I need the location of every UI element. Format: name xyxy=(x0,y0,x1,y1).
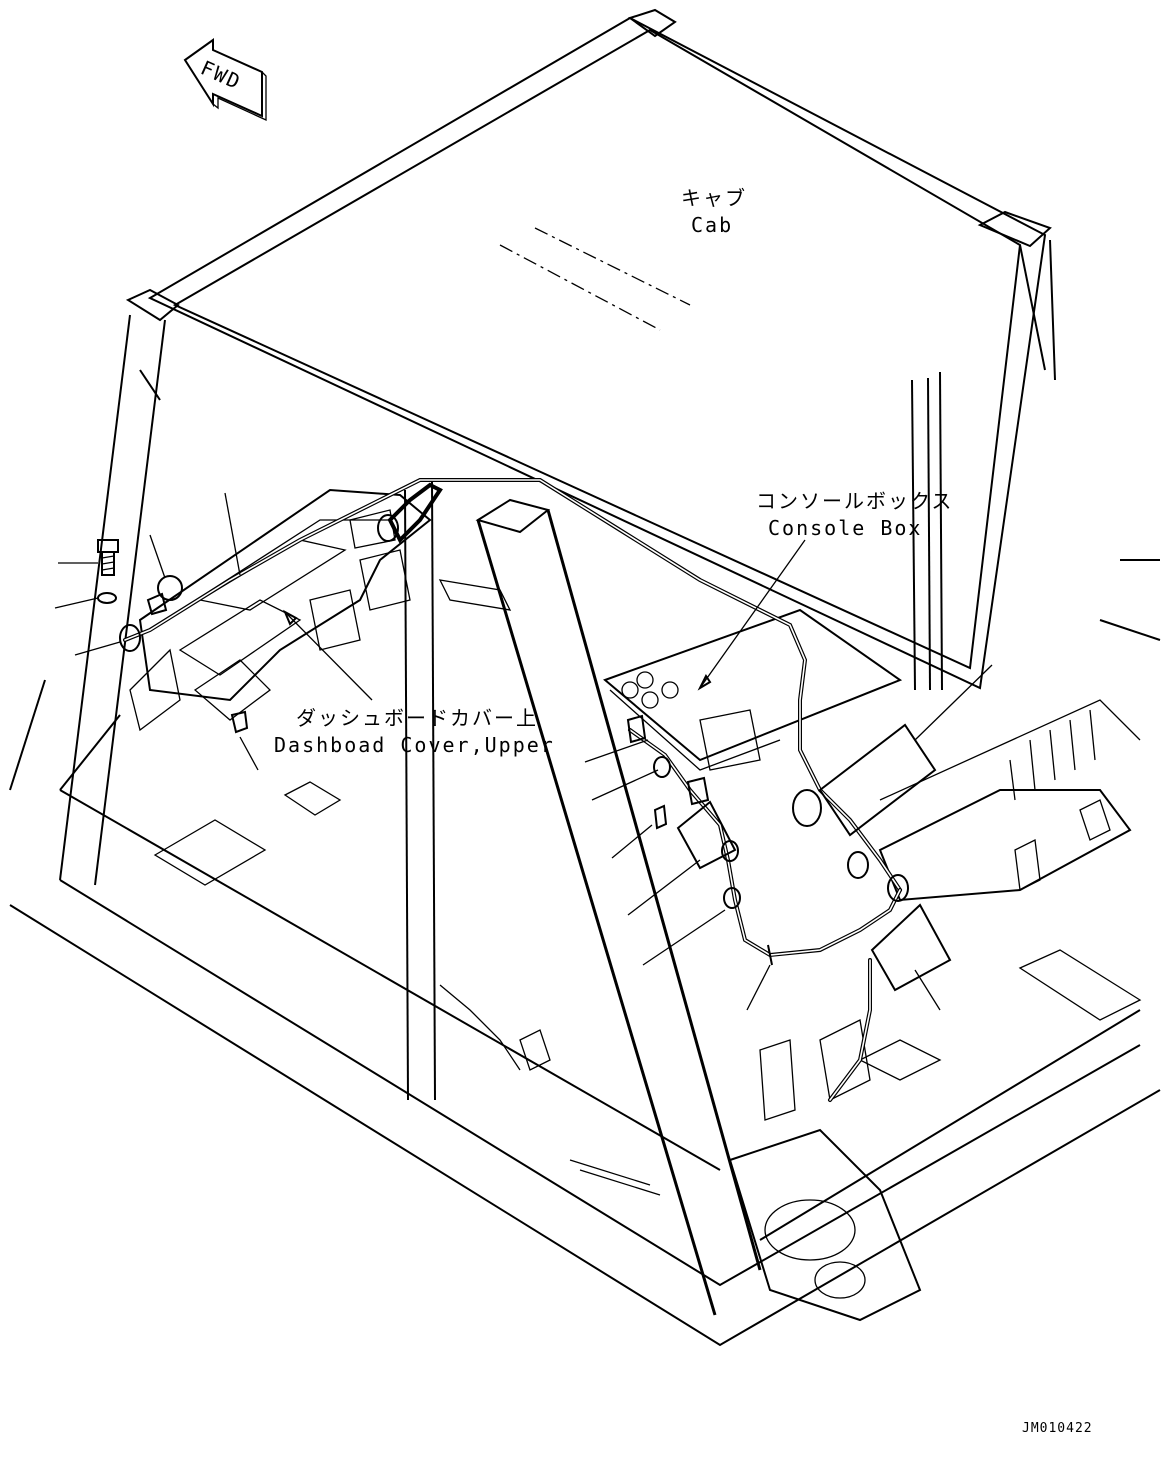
washer-icon xyxy=(97,592,117,604)
tag-icon xyxy=(818,723,937,837)
drawing-number: JM010422 xyxy=(1022,1421,1093,1436)
clip-icon xyxy=(653,804,668,830)
right-side-controls xyxy=(728,699,1141,1322)
clamp-icon xyxy=(792,789,822,827)
tag-icon xyxy=(870,903,952,992)
leader-lines xyxy=(54,492,993,1011)
relay-icon xyxy=(146,575,183,616)
hardware-parts xyxy=(97,539,183,616)
cab-roof-frame xyxy=(125,8,1052,690)
wiring-harness-cable xyxy=(123,478,902,1196)
harness-clamps xyxy=(119,514,909,966)
dashboard-cover-label-jp: ダッシュボードカバー上 xyxy=(296,706,538,730)
dashboard-cover-upper xyxy=(129,488,512,732)
clamp-icon xyxy=(377,514,399,542)
bolt-icon xyxy=(97,539,119,576)
cable-tags xyxy=(676,723,952,992)
clip-icon xyxy=(230,710,249,734)
fwd-arrow-icon: FWD xyxy=(183,38,267,122)
clip-icon xyxy=(767,944,773,966)
console-box-label-jp: コンソールボックス xyxy=(756,489,953,513)
clamp-icon xyxy=(847,851,869,879)
connector-icon xyxy=(686,776,710,806)
connector-icon xyxy=(626,714,647,744)
clamp-icon xyxy=(723,887,741,909)
console-box xyxy=(603,608,903,771)
tag-icon xyxy=(676,800,737,870)
clamp-icon xyxy=(887,874,909,902)
dashboard-cover-label-en: Dashboad Cover,Upper xyxy=(274,733,555,757)
clamp-icon xyxy=(653,756,671,778)
cab-label-en: Cab xyxy=(691,213,733,237)
clamp-icon xyxy=(119,624,141,652)
cab-floor-outline xyxy=(9,559,1161,1347)
console-box-label-en: Console Box xyxy=(768,516,922,540)
cab-label-jp: キャブ xyxy=(681,186,747,210)
cab-pillars xyxy=(59,239,1056,1316)
